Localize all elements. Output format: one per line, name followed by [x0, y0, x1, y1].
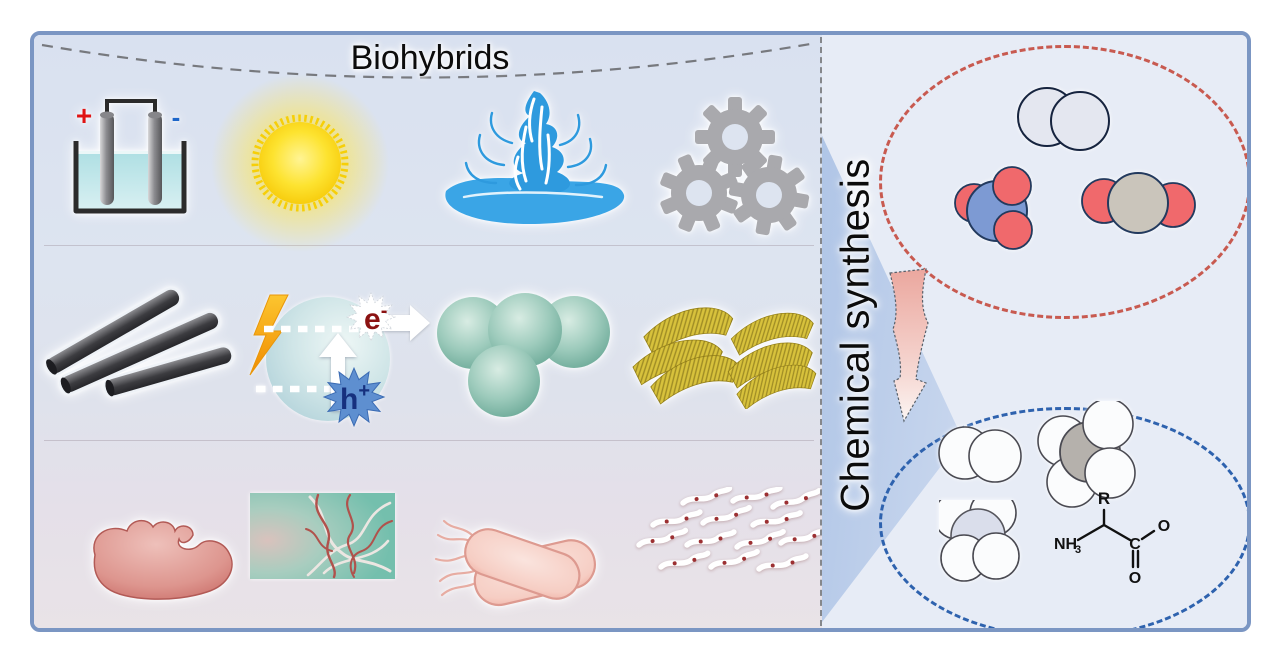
- row-divider-2: [44, 440, 814, 441]
- electron-label: e-: [364, 300, 387, 336]
- h2-molecule-icon: [929, 420, 1035, 497]
- chemical-synthesis-title: Chemical synthesis: [833, 158, 878, 512]
- water-splash-icon: [434, 83, 634, 238]
- dashed-top-curve: [41, 41, 817, 79]
- carbon-nanotubes-icon: [44, 283, 235, 413]
- mitochondrion-icon: [79, 493, 257, 616]
- cathode-electrode: [148, 111, 162, 205]
- anode-electrode: [100, 111, 114, 205]
- ammonia-molecule-icon: [933, 489, 1047, 613]
- figure-frame: Biohybrids: [30, 31, 1251, 632]
- photoexcitation-icon: e- h+: [230, 281, 442, 438]
- electrolysis-cell-icon: + -: [62, 93, 194, 232]
- right-arrow-icon: [382, 305, 430, 341]
- biofilm-micrograph-icon: [250, 493, 395, 584]
- biohybrids-title: Biohybrids: [350, 39, 510, 77]
- cathode-sign: -: [172, 102, 181, 132]
- feedstock-group-ellipse: [879, 45, 1247, 319]
- biohybrids-panel: Biohybrids: [34, 35, 822, 628]
- n2-molecule-icon: [1009, 80, 1121, 173]
- gears-icon: [646, 95, 816, 246]
- electron-burst-icon: [345, 291, 397, 343]
- sun-icon: [210, 73, 390, 253]
- nanoparticle-cluster-icon: [432, 290, 632, 430]
- hole-label: h+: [340, 380, 370, 416]
- product-group-ellipse: [879, 407, 1247, 628]
- amine-label: NH: [1054, 536, 1077, 553]
- nox-molecule-icon: [944, 160, 1056, 263]
- row-divider-1: [44, 245, 814, 246]
- amino-acid-structure-icon: R NH 3 C O O: [1042, 483, 1194, 603]
- hole-burst-icon: [322, 366, 386, 428]
- gold-nanosheets-icon: [630, 297, 822, 414]
- oxygen-right-label: O: [1158, 518, 1170, 535]
- anode-sign: +: [76, 100, 92, 131]
- side-chain-label: R: [1098, 489, 1110, 508]
- bacteria-icon: [430, 497, 612, 624]
- synthesis-arrow-icon: [882, 267, 944, 432]
- lightning-bolt-icon: [249, 294, 289, 376]
- amine-subscript: 3: [1075, 544, 1081, 556]
- carboxyl-carbon-label: C: [1129, 536, 1141, 553]
- protein-fibril-icon: [625, 487, 821, 596]
- panel-divider-dashed: [820, 37, 822, 626]
- methane-molecule-icon: [1030, 398, 1158, 524]
- oxygen-bottom-label: O: [1129, 570, 1141, 587]
- co2-molecule-icon: [1069, 168, 1211, 249]
- up-arrow-icon: [319, 333, 357, 411]
